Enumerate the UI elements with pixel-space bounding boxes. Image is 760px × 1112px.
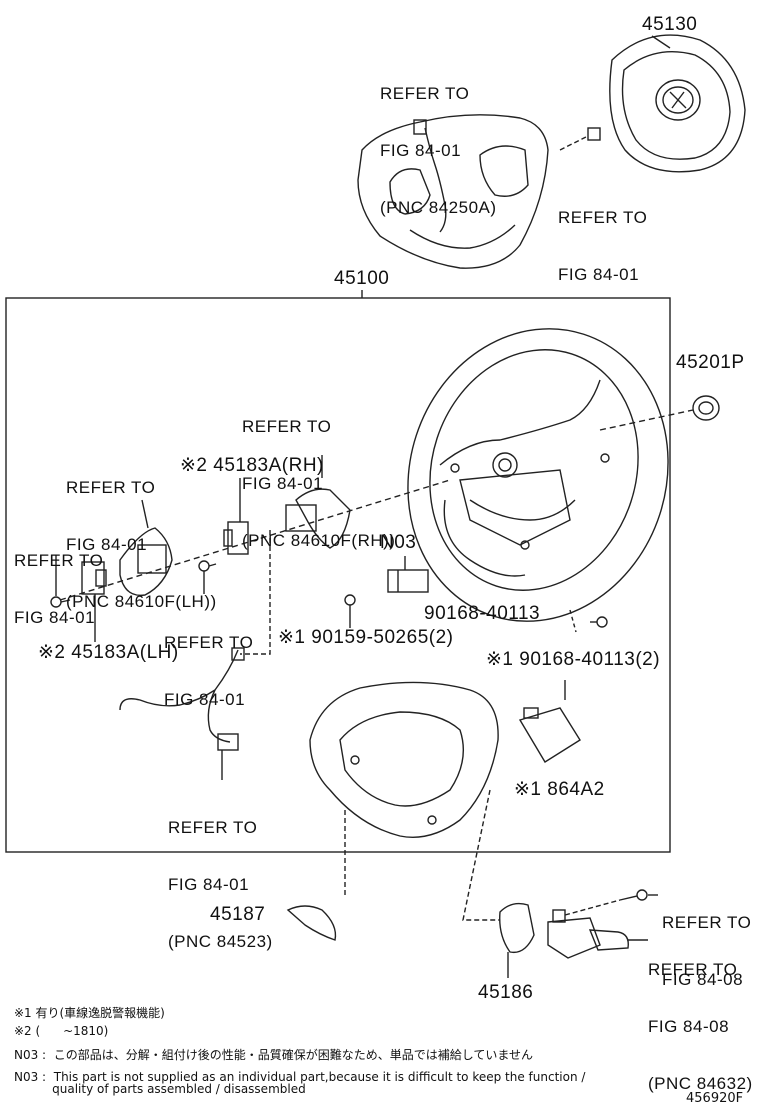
switch-rh-icon <box>223 521 249 555</box>
airbag-pad-icon <box>609 34 746 173</box>
part-45187: 45187 <box>210 904 266 925</box>
part-45186: 45186 <box>478 982 534 1003</box>
part-90168-40113-2: ※1 90168-40113(2) <box>486 649 661 670</box>
part-45183A-lh: ※2 45183A(LH) <box>38 642 179 663</box>
part-90168-40113: 90168-40113 <box>424 603 541 624</box>
screw-90168-icon <box>590 616 608 628</box>
figure-id: 456920F <box>686 1091 744 1106</box>
ref-lh: REFER TO FIG 84-01 (PNC 84610F(LH)) <box>66 478 217 611</box>
screw-left-icon <box>50 596 71 608</box>
lever-switch-icon <box>547 909 629 959</box>
ref-harness: REFER TO FIG 84-01 (PNC 84523) <box>168 818 273 951</box>
screw-0808-icon <box>619 889 648 901</box>
note-2: ※2 ( ~1810) <box>14 1024 109 1038</box>
part-864A2: ※1 864A2 <box>514 779 605 800</box>
part-45100: 45100 <box>334 268 390 289</box>
ref-0808b: REFER TO FIG 84-08 (PNC 84632) <box>648 960 753 1093</box>
ref-top-right: REFER TO FIG 84-01 <box>558 208 648 284</box>
ref-mid: REFER TO FIG 84-01 <box>164 633 254 709</box>
note-1: ※1 有り(車線逸脱警報機能) <box>14 1006 165 1020</box>
assembly-box <box>5 297 671 853</box>
screw-90159-icon <box>344 594 356 628</box>
switch-lh-icon <box>81 561 107 595</box>
note-3: N03 : この部品は、分解・組付け後の性能・品質確保が困難なため、単品では補給… <box>14 1048 534 1062</box>
paddle-rh-icon <box>285 488 351 549</box>
ref-0808a: REFER TO FIG 84-08 <box>662 913 752 989</box>
ref-rh: REFER TO FIG 84-01 (PNC 84610F(RH)) <box>242 417 396 550</box>
note-4a: N03 : This part is not supplied as an in… <box>14 1070 586 1084</box>
part-n03: N03 <box>380 532 417 553</box>
bolt-cap-icon <box>692 395 720 421</box>
cover-45187-icon <box>286 905 337 941</box>
steering-wheel-icon <box>407 328 669 622</box>
sensor-864A2-icon <box>518 707 581 763</box>
ref-top-left: REFER TO FIG 84-01 (PNC 84250A) <box>380 84 497 217</box>
ref-left: REFER TO FIG 84-01 <box>14 551 104 627</box>
part-45130: 45130 <box>642 14 698 35</box>
switch-cover-icon <box>357 114 601 269</box>
wire-harness-icon <box>119 647 245 751</box>
note-4b: quality of parts assembled / disassemble… <box>14 1082 306 1096</box>
part-45183A-rh: ※2 45183A(RH) <box>180 455 324 476</box>
lower-cover-icon <box>309 681 499 838</box>
switch-45186-icon <box>499 902 535 954</box>
part-90159-50265: ※1 90159-50265(2) <box>278 627 454 648</box>
n03-part-icon <box>387 569 429 593</box>
part-45201P: 45201P <box>676 352 745 373</box>
paddle-lh-icon <box>119 527 173 597</box>
